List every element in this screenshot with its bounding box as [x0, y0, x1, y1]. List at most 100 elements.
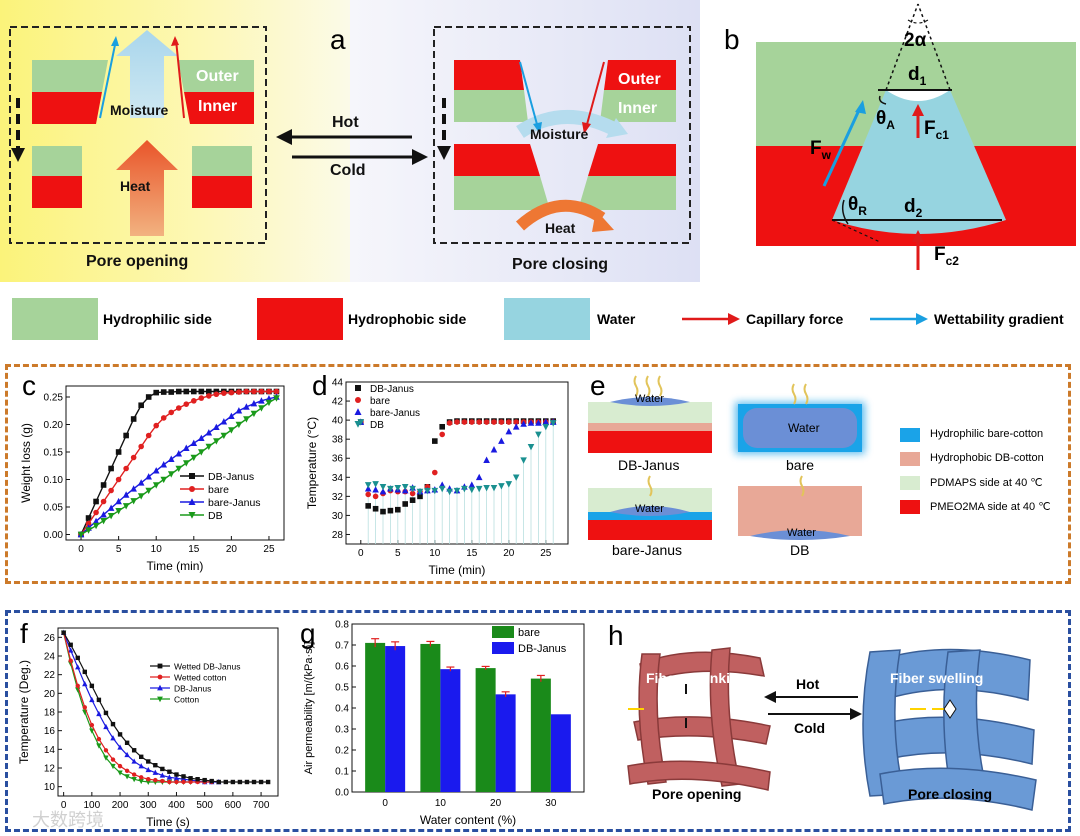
data-point: [130, 498, 137, 505]
data-point: [498, 419, 505, 425]
water-label-bare: Water: [788, 421, 820, 435]
data-point: [82, 669, 87, 675]
legend-hydrophilic-swatch: [12, 298, 98, 340]
pore-closing-box: [433, 26, 691, 244]
x-tick-label: 300: [140, 800, 157, 811]
data-point: [250, 410, 258, 418]
data-point: [213, 391, 220, 398]
data-point: [490, 484, 498, 492]
legend-row: Hydrophilic side Hydrophobic side Water …: [0, 296, 1080, 344]
legend-label: DB: [370, 420, 384, 431]
y-tick-label: 0.20: [44, 420, 64, 431]
data-point: [160, 389, 167, 395]
data-point: [535, 419, 542, 426]
bottom-red-left: [32, 176, 82, 208]
data-point: [258, 405, 265, 412]
x-tick-label: 10: [429, 548, 441, 559]
x-tick-label: 15: [188, 544, 200, 555]
data-point: [160, 415, 167, 421]
data-point: [401, 484, 409, 491]
x-tick-label: 500: [196, 800, 213, 811]
data-point: [139, 775, 144, 780]
legend-hydrophobic-swatch: [257, 298, 343, 340]
data-point: [228, 427, 235, 434]
data-point: [160, 476, 168, 484]
data-point: [146, 777, 151, 782]
name-db-janus: DB-Janus: [618, 457, 680, 473]
inner-label-right: Inner: [618, 100, 658, 117]
data-point: [190, 439, 198, 446]
data-point: [221, 390, 227, 396]
x-tick-label: 0: [78, 544, 84, 555]
y-tick-label: 10: [44, 782, 56, 793]
shrinking-fiber-network: [627, 647, 771, 791]
legend-marker: [157, 674, 163, 680]
data-point: [75, 664, 81, 670]
data-point: [542, 423, 550, 431]
bar: [475, 668, 496, 792]
h-pore-closing-label: Pore closing: [908, 786, 993, 802]
legend-label: bare: [208, 484, 229, 496]
panel-letter-a: a: [330, 24, 346, 55]
pore-closing-label: Pore closing: [512, 256, 609, 273]
y-tick-label: 28: [332, 530, 344, 541]
outer-label-left: Outer: [196, 68, 239, 85]
data-point: [190, 454, 198, 462]
name-bare-janus: bare-Janus: [612, 542, 683, 558]
data-point: [380, 508, 386, 515]
legend-capillary-label: Capillary force: [746, 311, 844, 327]
data-point: [85, 520, 92, 527]
water-label-db: Water: [787, 527, 816, 539]
data-point: [243, 388, 250, 395]
panel-letter-c: c: [22, 370, 36, 401]
data-point: [117, 770, 123, 776]
data-point: [183, 401, 190, 407]
heat-arrow-up: [116, 140, 178, 236]
data-point: [75, 655, 80, 661]
data-point: [251, 779, 257, 785]
data-point: [230, 779, 236, 785]
data-point: [96, 697, 102, 703]
y-tick-label: 14: [44, 745, 56, 756]
data-point: [108, 465, 114, 472]
data-point: [432, 438, 438, 444]
data-point: [446, 488, 453, 496]
bar: [385, 646, 406, 792]
legend-marker: [355, 397, 361, 403]
data-point: [96, 743, 102, 749]
pore-opening-label: Pore opening: [86, 253, 189, 270]
y-tick-label: 44: [332, 378, 344, 389]
y-tick-label: 38: [332, 435, 344, 446]
y-axis-label: Air permeability [m/(kPa·s)]: [303, 642, 315, 775]
data-point: [273, 395, 280, 402]
data-point: [122, 503, 130, 510]
water-label-bare-janus: Water: [635, 503, 664, 515]
water-label-db-janus: Water: [635, 393, 664, 405]
bottom-green-right: [192, 146, 252, 176]
x-tick-label: 25: [540, 548, 552, 559]
data-point: [145, 394, 152, 400]
y-tick-label: 0.15: [44, 448, 64, 459]
data-point: [139, 754, 144, 759]
data-point: [168, 389, 175, 395]
data-point: [108, 487, 114, 494]
data-point: [372, 481, 379, 488]
legend-label: Cotton: [174, 695, 199, 705]
bar: [365, 642, 386, 792]
y-tick-label: 12: [44, 764, 56, 775]
y-tick-label: 0.4: [335, 704, 349, 715]
data-point: [213, 423, 220, 431]
data-point: [138, 443, 144, 450]
data-point: [153, 763, 158, 768]
data-point: [145, 487, 152, 495]
y-axis-label: Weight loss (g): [20, 423, 33, 503]
data-point: [100, 517, 107, 525]
pore-opening-box: [9, 26, 267, 244]
panel-letter-f: f: [20, 618, 28, 649]
data-point: [265, 779, 271, 785]
data-point: [153, 422, 160, 429]
legend-marker: [189, 473, 195, 479]
panel-a-cool-background: [350, 0, 700, 282]
